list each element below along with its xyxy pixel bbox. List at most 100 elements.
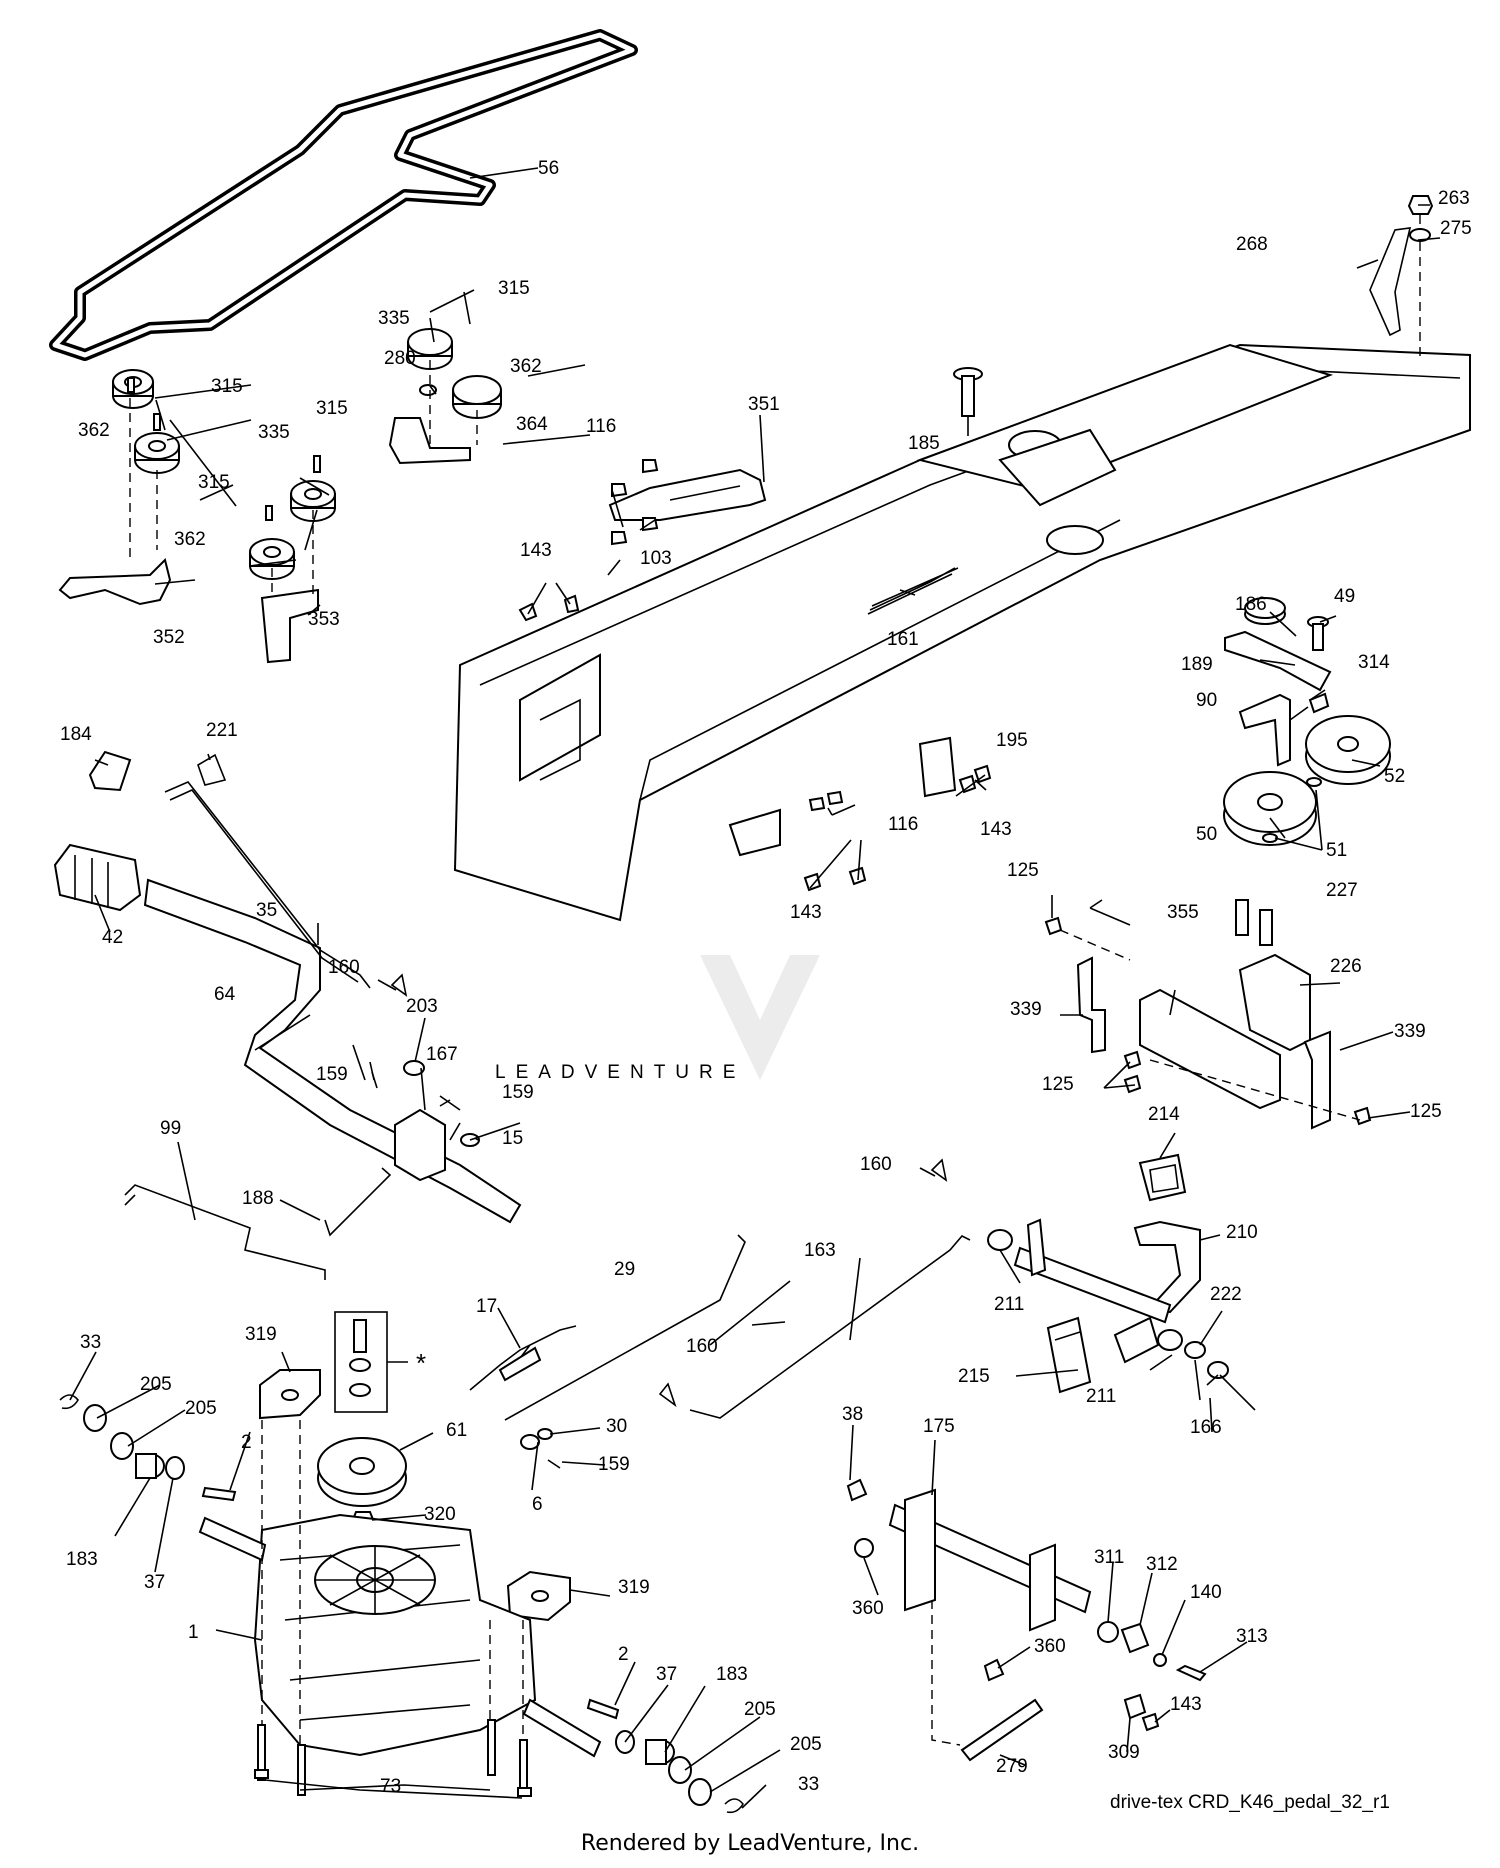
idler-pulley-335-b[interactable] [290,480,336,522]
bushings-183[interactable] [135,1453,675,1765]
washers-30-6[interactable] [520,1428,553,1450]
frame[interactable] [453,343,1471,922]
bracket-355[interactable] [1139,988,1281,1110]
transaxle-1[interactable] [253,1513,537,1757]
bolts-315-left[interactable] [127,377,321,521]
callout-50: 50 [1196,824,1217,845]
callout-38: 38 [842,1404,863,1425]
idler-pulley-335-left[interactable] [134,432,180,474]
callout-35: 35 [256,900,277,921]
shift-lever-64[interactable] [143,878,522,1224]
callout-143: 143 [520,540,552,561]
callout-351: 351 [748,394,780,415]
bushing-211[interactable] [987,1229,1183,1351]
axle-left[interactable] [198,1516,267,1562]
brake-shaft-175[interactable] [888,1488,1092,1632]
callout-64: 64 [214,984,236,1005]
nuts-116-mid[interactable] [808,790,844,812]
pedal-shaft[interactable] [1013,1218,1172,1364]
idler-bracket-353[interactable] [260,588,319,664]
pulley-61[interactable] [317,1437,407,1507]
carriage-bolt-185[interactable] [953,367,983,417]
pedal-pad-215[interactable] [1046,1316,1092,1394]
shift-rod-268[interactable] [1369,227,1412,337]
bushing-311-312[interactable] [1097,1621,1150,1654]
rod-35[interactable] [164,781,371,989]
callout-360: 360 [852,1598,884,1619]
rod-163[interactable] [689,1235,971,1419]
callout-222: 222 [1210,1284,1242,1305]
washer-275[interactable] [1409,228,1431,242]
rod-279[interactable] [960,1698,1044,1762]
callout-360: 360 [1034,1636,1066,1657]
callout-313: 313 [1236,1626,1268,1647]
idler-pulley-186[interactable] [1244,597,1286,625]
rings-33[interactable] [59,1394,744,1814]
hairpin-160-right[interactable] [930,1158,948,1182]
axle-right[interactable] [522,1698,602,1758]
pedal-pad-214[interactable] [1138,1153,1187,1202]
callout-221: 221 [206,720,238,741]
idler-bracket-352[interactable] [58,558,172,606]
idler-pulley-362-top[interactable] [452,375,502,419]
rod-99[interactable] [124,1184,326,1280]
idler-pulley-335-top[interactable] [407,328,453,370]
callout-159: 159 [316,1064,348,1085]
hairpin-160-top[interactable] [390,973,408,997]
drive-belt[interactable] [49,29,638,361]
bracket-319-left[interactable] [259,1369,321,1420]
washers-205[interactable] [83,1404,712,1806]
callout-205: 205 [185,1398,217,1419]
nuts-38-360[interactable] [846,1478,1005,1682]
bolt-313[interactable] [1175,1664,1207,1682]
callout-42: 42 [102,927,123,948]
idler-bracket-364[interactable] [388,417,471,465]
idler-bracket-90[interactable] [1238,693,1291,767]
bolts-125-227[interactable] [1044,899,1372,1126]
idler-pulley-50[interactable] [1223,771,1317,846]
plate-195[interactable] [918,736,957,798]
callout-163: 163 [804,1240,836,1261]
hairpin-160-mid[interactable] [658,1382,677,1408]
bolt-49[interactable] [1307,616,1329,651]
callout-362: 362 [78,420,110,441]
callout-56: 56 [538,158,559,179]
clip-309[interactable] [1123,1693,1147,1720]
callout-362: 362 [510,356,542,377]
callout-175: 175 [923,1416,955,1437]
clip-221[interactable] [197,753,227,786]
callout-312: 312 [1146,1554,1178,1575]
rod-29[interactable] [504,1234,746,1421]
shift-bracket-167[interactable] [394,1108,446,1182]
callout-315: 315 [211,376,243,397]
bolt-143-lower[interactable] [1141,1712,1160,1732]
bracket-226[interactable] [1238,953,1311,1052]
keys-2[interactable] [201,1486,620,1720]
callout-183: 183 [716,1664,748,1685]
watermark: LEADVENTURE [495,955,820,1083]
washer-203[interactable] [403,1060,425,1076]
callout-160: 160 [860,1154,892,1175]
bracket-339-right[interactable] [1303,1030,1331,1130]
spacer-314[interactable] [1308,692,1330,714]
idler-arm-189[interactable] [1224,630,1332,692]
callout-226: 226 [1330,956,1362,977]
idler-pulley-52[interactable] [1305,715,1391,785]
rod-188[interactable] [324,1167,392,1237]
washer-140[interactable] [1153,1653,1167,1667]
bracket-339-left[interactable] [1076,956,1106,1054]
callout-203: 203 [406,996,438,1017]
bolts-73[interactable] [254,1719,532,1797]
bracket-319-right[interactable] [506,1570,571,1622]
bracket-351[interactable] [608,468,767,521]
callout-314: 314 [1358,652,1390,673]
callout-315: 315 [316,398,348,419]
callout-15: 15 [502,1128,523,1149]
washers-222-166[interactable] [1184,1341,1229,1379]
callout-364: 364 [516,414,548,435]
knob-184[interactable] [88,750,132,792]
callout-33: 33 [80,1332,101,1353]
callout-195: 195 [996,730,1028,751]
spring-17[interactable] [469,1325,577,1391]
handle-grip-42[interactable] [53,843,142,912]
